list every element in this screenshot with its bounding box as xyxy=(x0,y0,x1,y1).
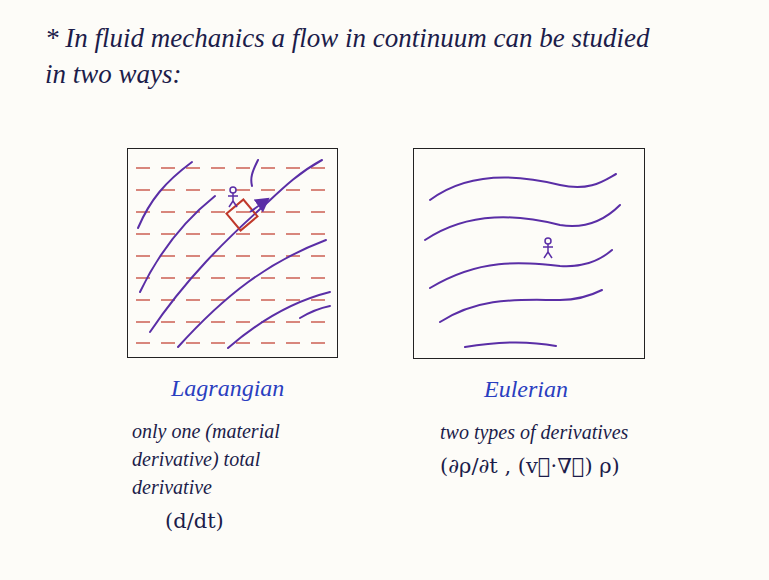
method-box: Lagrangianonly one (material derivative)… xyxy=(127,148,338,358)
method-heading: Eulerian xyxy=(484,376,684,403)
method-note: two types of derivatives xyxy=(440,418,680,446)
text-holder: Eulerian xyxy=(484,376,684,403)
text-holder: only one (material derivative) total der… xyxy=(132,417,332,501)
derivative-formula: (d/dt) xyxy=(165,509,224,533)
text-holder: two types of derivatives xyxy=(440,418,680,446)
label-holder: (∂ρ/∂t , (v⃗·∇⃗) ρ) xyxy=(440,454,620,478)
page-title: * In fluid mechanics a flow in continuum… xyxy=(45,20,655,92)
derivative-formula: (∂ρ/∂t , (v⃗·∇⃗) ρ) xyxy=(440,454,620,478)
label-holder: (d/dt) xyxy=(165,509,224,533)
method-heading: Lagrangian xyxy=(171,375,371,402)
title-holder: * In fluid mechanics a flow in continuum… xyxy=(45,20,655,92)
text-holder: Lagrangian xyxy=(171,375,371,402)
eulerian-illustration xyxy=(425,174,620,347)
lagrangian-illustration xyxy=(136,160,330,348)
method-note: only one (material derivative) total der… xyxy=(132,417,332,501)
method-box: Euleriantwo types of derivatives xyxy=(413,148,645,359)
